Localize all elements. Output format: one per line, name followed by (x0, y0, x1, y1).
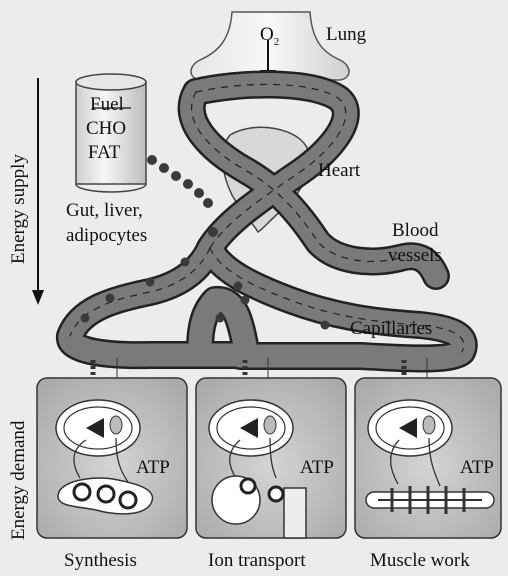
capillaries-label: Capillaries (350, 318, 433, 339)
cell-synthesis (36, 377, 188, 539)
cell-label-ion-transport: Ion transport (208, 550, 306, 571)
blood-vessels-line-2: vessels (388, 245, 442, 266)
heart-label: Heart (318, 160, 361, 181)
energy-supply-label: Energy supply (8, 154, 29, 264)
fuel-can (75, 73, 147, 193)
atp-label-ion-transport: ATP (300, 457, 334, 478)
cell-ion-transport (195, 377, 347, 539)
fuel-fat-label: FAT (88, 142, 121, 163)
fuel-title: Fuel (90, 94, 124, 115)
lung-label: Lung (326, 24, 367, 45)
blood-vessels-line-1: Blood (392, 220, 439, 241)
cell-label-synthesis: Synthesis (64, 550, 137, 571)
cell-muscle-work (354, 377, 502, 539)
fuel-source-line-1: Gut, liver, (66, 200, 143, 221)
fuel-dot-path (80, 155, 330, 330)
atp-label-muscle-work: ATP (460, 457, 494, 478)
energy-demand-label: Energy demand (8, 420, 29, 540)
oxygen-label: O2 (260, 24, 280, 48)
fuel-cho-label: CHO (86, 118, 127, 139)
blood-vessels (56, 70, 478, 373)
cell-label-muscle-work: Muscle work (370, 550, 470, 571)
atp-label-synthesis: ATP (136, 457, 170, 478)
fuel-source-line-2: adipocytes (66, 225, 148, 246)
energy-supply-arrow (32, 78, 44, 305)
oxygen-subscript: 2 (273, 35, 280, 48)
